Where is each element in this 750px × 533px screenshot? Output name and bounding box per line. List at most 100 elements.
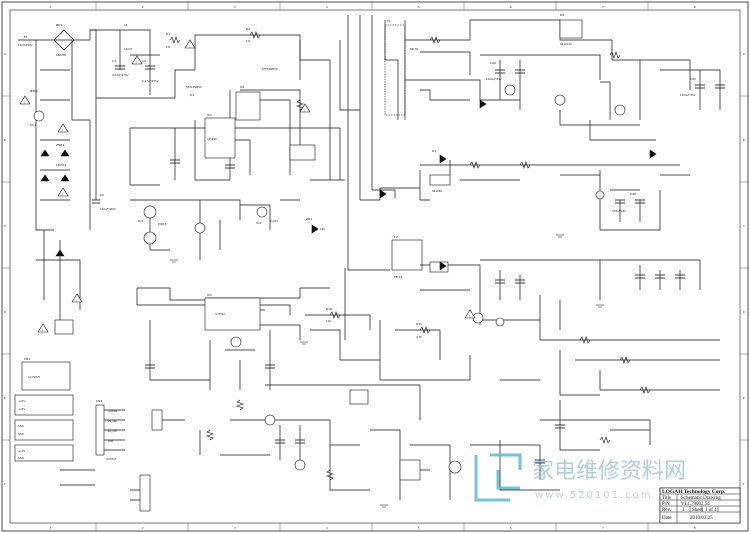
label-t2: T2 bbox=[393, 235, 398, 239]
label-r10: R10 bbox=[326, 307, 332, 311]
label-zd1: ZD1 bbox=[306, 217, 312, 221]
svg-text:GND: GND bbox=[18, 456, 24, 460]
svg-text:!: ! bbox=[469, 315, 470, 319]
frame-top-2: 2 bbox=[142, 5, 144, 9]
label-f1: F1 bbox=[24, 35, 28, 39]
frame-top-5: 5 bbox=[418, 5, 420, 9]
ic2-body bbox=[204, 297, 261, 331]
sheet-label: Sheet bbox=[692, 508, 704, 513]
svg-text:STP12NM50: STP12NM50 bbox=[186, 85, 202, 89]
label-ntc1: NTC1 bbox=[30, 89, 38, 93]
inner-border bbox=[9, 9, 741, 524]
diode-symbols bbox=[40, 99, 657, 271]
svg-text:BL_ON: BL_ON bbox=[108, 429, 117, 433]
svg-text:120uF/450V: 120uF/450V bbox=[100, 207, 116, 211]
svg-text:470uF/16V: 470uF/16V bbox=[612, 209, 626, 213]
title-label: Title bbox=[662, 496, 672, 501]
frame-top-8: 8 bbox=[694, 5, 696, 9]
frame-right-a: A bbox=[743, 52, 745, 56]
label-ic2: IC2 bbox=[207, 293, 212, 297]
svg-text:+24V: +24V bbox=[18, 399, 25, 403]
frame-top-1: 1 bbox=[50, 5, 52, 9]
label-ic4: IC4 bbox=[256, 221, 261, 225]
watermark: 家电维修资料网 www.520101.com bbox=[474, 453, 686, 502]
frame-bottom-7: 7 bbox=[602, 526, 604, 530]
svg-text:1M: 1M bbox=[246, 39, 250, 43]
label-znr1: ZNR1 bbox=[56, 143, 64, 147]
svg-text:1000uF/35V: 1000uF/35V bbox=[680, 93, 696, 97]
frame-left-b: B bbox=[4, 138, 6, 142]
svg-text:PS_ON: PS_ON bbox=[108, 419, 117, 423]
frame-bottom-3: 3 bbox=[234, 526, 236, 530]
svg-text:GND: GND bbox=[18, 432, 24, 436]
label-q1: Q1 bbox=[190, 93, 194, 97]
svg-text:!: ! bbox=[189, 45, 190, 49]
frame-bottom-8: 8 bbox=[694, 526, 696, 530]
svg-text:SR10100: SR10100 bbox=[560, 42, 572, 46]
label-cn2: CN2 bbox=[96, 399, 102, 403]
svg-text:KBP206: KBP206 bbox=[56, 53, 66, 57]
date-label: Date bbox=[662, 516, 672, 521]
frame-bottom-6: 6 bbox=[510, 526, 512, 530]
label-c2: C2 bbox=[142, 59, 146, 63]
svg-text:+12V: +12V bbox=[18, 449, 25, 453]
company-name: LOGAH Technology Corp. bbox=[662, 489, 726, 495]
label-l1: L1 bbox=[124, 23, 128, 27]
svg-text:16mH: 16mH bbox=[124, 47, 132, 51]
title-block: LOGAH Technology Corp. Title Schematic D… bbox=[659, 487, 741, 524]
svg-text:PC817: PC817 bbox=[158, 222, 167, 226]
svg-text:10K: 10K bbox=[326, 319, 331, 323]
frame-right-c: C bbox=[743, 224, 745, 228]
label-r2: R2 bbox=[246, 27, 250, 31]
svg-text:1000uF/35V: 1000uF/35V bbox=[486, 77, 502, 81]
connector-box-1 bbox=[14, 394, 74, 416]
label-c5: C5 bbox=[100, 193, 104, 197]
title-value: Schematic Drawing bbox=[681, 496, 721, 501]
label-bd1: BD1 bbox=[56, 23, 62, 27]
frame-bottom-1: 1 bbox=[50, 526, 52, 530]
svg-text:L6599D: L6599D bbox=[207, 137, 217, 141]
pn-label: P/N bbox=[662, 502, 670, 507]
label-r1: R1 bbox=[166, 32, 170, 36]
watermark-url: www.520101.com bbox=[535, 490, 653, 501]
label-c30: C30 bbox=[630, 192, 636, 196]
frame-bottom-4: 4 bbox=[326, 526, 328, 530]
warning-marks: ! ! ! ! ! ! ! ! ! bbox=[24, 45, 470, 333]
label-c20: C20 bbox=[490, 61, 496, 65]
svg-text:GND: GND bbox=[18, 424, 24, 428]
svg-text:LD7591: LD7591 bbox=[215, 312, 225, 316]
svg-text:5D-9: 5D-9 bbox=[30, 123, 37, 127]
warning-triangles bbox=[19, 39, 476, 333]
label-c1: C1 bbox=[112, 59, 116, 63]
svg-text:STP12NM50: STP12NM50 bbox=[262, 67, 278, 71]
svg-text:OUTPUT: OUTPUT bbox=[106, 457, 117, 461]
sheet-value: 1 of 4 bbox=[705, 508, 717, 513]
rev-label: Rev. bbox=[662, 508, 671, 513]
svg-text:!: ! bbox=[62, 193, 63, 197]
ground-symbols bbox=[170, 234, 604, 508]
label-ic1: IC1 bbox=[207, 113, 212, 117]
svg-text:!: ! bbox=[304, 109, 305, 113]
svg-text:!: ! bbox=[136, 61, 137, 65]
svg-text:EEL19: EEL19 bbox=[394, 275, 402, 279]
frame-right-d: D bbox=[743, 310, 745, 314]
wiring-net bbox=[18, 15, 721, 501]
label-r11: R11 bbox=[416, 322, 422, 326]
svg-text:+24V: +24V bbox=[18, 407, 25, 411]
svg-text:T5AH/250V: T5AH/250V bbox=[18, 43, 33, 47]
label-ic3: IC3 bbox=[138, 219, 143, 223]
svg-text:ERL35: ERL35 bbox=[410, 47, 419, 51]
frame-top-7: 7 bbox=[602, 5, 604, 9]
svg-text:4.7K: 4.7K bbox=[416, 335, 422, 339]
date-value: 2010/02/25 bbox=[690, 516, 713, 521]
label-c21: C21 bbox=[690, 77, 696, 81]
svg-text:SR1060: SR1060 bbox=[432, 189, 442, 193]
svg-text:TL431: TL431 bbox=[270, 219, 278, 223]
svg-text:+5VSB: +5VSB bbox=[108, 409, 117, 413]
component-labels: BD1 KBP206 C1 0.47uF/275V C2 0.47uF/275V… bbox=[18, 13, 696, 461]
frame-top-4: 4 bbox=[326, 5, 328, 9]
connector-pin-labels: +24V +24V GND GND +12V GND +5VSB PS_ON B… bbox=[18, 399, 117, 460]
